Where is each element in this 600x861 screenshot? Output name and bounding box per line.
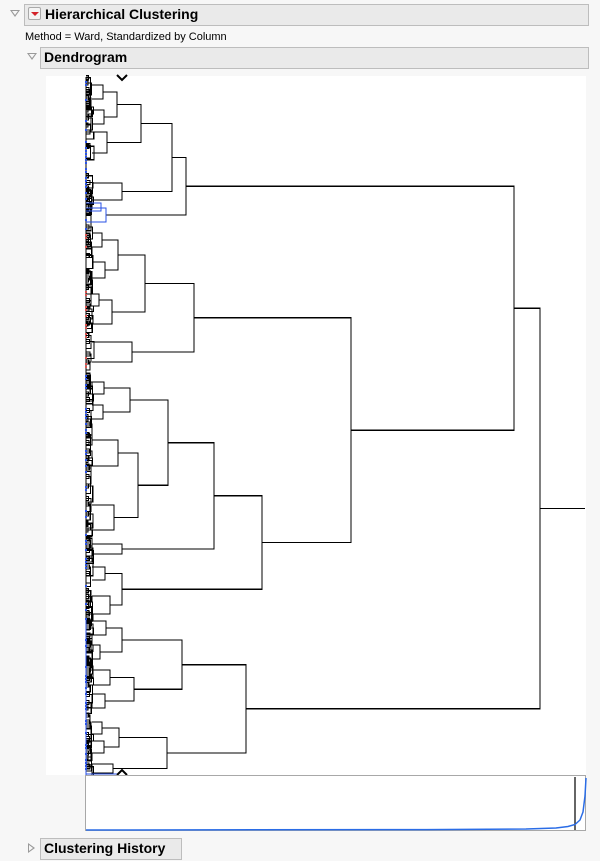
hierarchical-clustering-disclosure[interactable] (10, 10, 20, 17)
dendrogram-tree[interactable] (92, 84, 585, 774)
cluster-slider-bottom-marker[interactable] (116, 768, 128, 776)
red-triangle-menu-icon[interactable] (28, 7, 41, 20)
scree-curve (85, 777, 587, 831)
disclosure-triangle-icon (29, 54, 35, 58)
dendrogram-header[interactable]: Dendrogram (40, 47, 589, 69)
cluster-slider-top-marker[interactable] (116, 74, 128, 82)
clustering-history-title: Clustering History (44, 840, 166, 856)
clustering-history-header[interactable]: Clustering History (40, 838, 182, 860)
dendrogram-disclosure[interactable] (27, 53, 37, 60)
clustering-history-disclosure[interactable] (28, 843, 35, 853)
scree-curve-svg (85, 777, 587, 831)
report-title: Hierarchical Clustering (45, 6, 199, 22)
dendrogram-plot-area[interactable] (46, 76, 586, 775)
dendrogram-leaves (85, 75, 95, 782)
dendrogram-highlight (85, 202, 118, 775)
scree-plot[interactable] (85, 775, 587, 831)
hierarchical-clustering-header[interactable]: Hierarchical Clustering (24, 4, 589, 26)
dendrogram-title: Dendrogram (44, 49, 128, 65)
disclosure-triangle-icon (29, 845, 33, 851)
method-text: Method = Ward, Standardized by Column (25, 31, 227, 43)
disclosure-triangle-icon (12, 11, 18, 15)
